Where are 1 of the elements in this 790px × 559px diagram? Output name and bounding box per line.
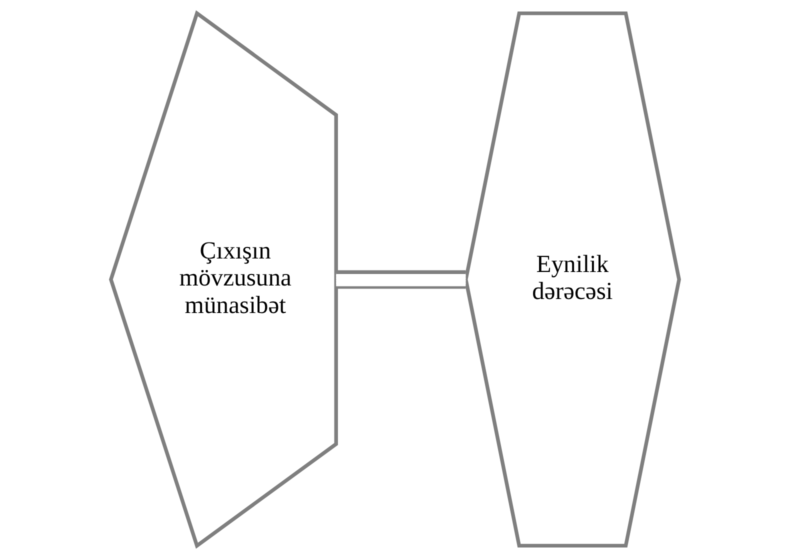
connector [336, 270, 466, 289]
